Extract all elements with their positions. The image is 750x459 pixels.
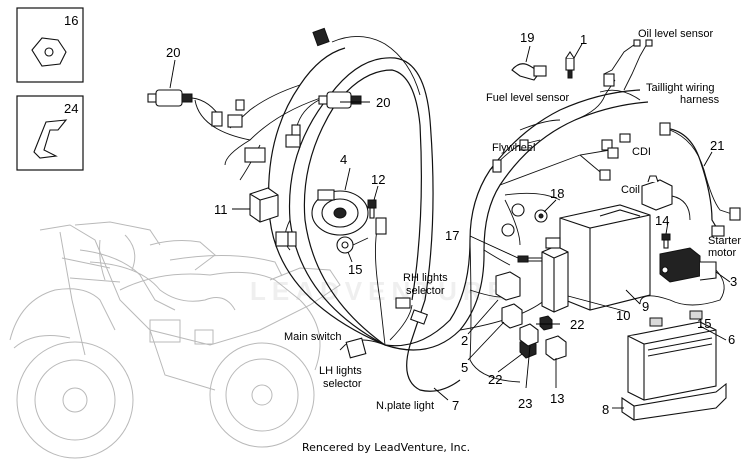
connector-5 <box>501 303 523 329</box>
label-cdi: CDI <box>632 146 651 158</box>
callout-24: 24 <box>64 101 78 116</box>
connector-23 <box>519 323 539 347</box>
label-starter-motor: motor <box>708 247 736 259</box>
scooter-outline <box>9 221 341 459</box>
main-wiring-harness <box>194 36 649 392</box>
callout-16: 16 <box>64 13 78 28</box>
callout-10: 10 <box>616 308 630 323</box>
battery-6 <box>627 310 717 401</box>
regulator-lead-15b <box>639 269 725 306</box>
callout-12: 12 <box>371 172 385 187</box>
callout-19: 19 <box>520 30 534 45</box>
callout-7: 7 <box>452 398 459 413</box>
spark-plug-cap-right <box>295 91 362 131</box>
label-main-switch: Main switch <box>284 331 341 343</box>
label-lh-lights: LH lights <box>319 365 362 377</box>
callout-11: 11 <box>214 202 228 217</box>
callout-4: 4 <box>340 152 347 167</box>
callout-22-left: 22 <box>488 372 502 387</box>
taillight-harness-21 <box>659 122 741 237</box>
label-lh-selector: selector <box>323 378 362 390</box>
callout-15-upper: 15 <box>348 262 362 277</box>
oil-level-sensor-1 <box>565 51 575 79</box>
label-taillight-wiring: Taillight wiring <box>646 82 714 94</box>
bolt-18 <box>534 209 548 223</box>
callout-23: 23 <box>518 396 532 411</box>
connector-13 <box>545 335 567 361</box>
label-flywheel: Flywheel <box>492 142 535 154</box>
label-rh-selector: selector <box>406 285 445 297</box>
horn-bolt <box>367 199 377 219</box>
ignition-coil <box>641 175 691 221</box>
connector-22-right <box>539 315 553 331</box>
ignition-switch-15a <box>336 236 369 254</box>
relay-11 <box>249 187 279 223</box>
voltage-regulator-3 <box>659 247 717 283</box>
label-oil-level-sensor: Oil level sensor <box>638 28 714 40</box>
footer-credit: Rencered by LeadVenture, Inc. <box>302 441 470 454</box>
callout-3: 3 <box>730 274 737 289</box>
callout-6: 6 <box>728 332 735 347</box>
callout-18: 18 <box>550 186 564 201</box>
horn <box>311 189 369 236</box>
bolt-14 <box>661 233 671 249</box>
label-nplate-light: N.plate light <box>376 400 434 412</box>
fuel-level-sensor-19 <box>511 63 547 81</box>
cable-clip-icon <box>33 119 68 159</box>
part-16-box: 16 <box>16 7 84 83</box>
callout-20-right: 20 <box>376 95 390 110</box>
bolt-17 <box>517 255 546 263</box>
callout-20-left: 20 <box>166 45 180 60</box>
callout-15-lower: 15 <box>697 316 711 331</box>
callout-13: 13 <box>550 391 564 406</box>
callout-21: 21 <box>710 138 724 153</box>
callout-5: 5 <box>461 360 468 375</box>
callout-17: 17 <box>445 228 459 243</box>
callout-leaders <box>169 43 731 409</box>
label-coil: Coil <box>621 184 640 196</box>
callout-1: 1 <box>580 32 587 47</box>
label-taillight-harness: harness <box>680 94 720 106</box>
label-starter: Starter <box>708 235 741 247</box>
harness-connectors <box>211 27 631 359</box>
callout-2: 2 <box>461 333 468 348</box>
starter-relay-2 <box>495 271 521 301</box>
cdi-unit-10 <box>541 237 569 313</box>
callout-8: 8 <box>602 402 609 417</box>
callout-22-right: 22 <box>570 317 584 332</box>
label-fuel-level-sensor: Fuel level sensor <box>486 92 569 104</box>
spark-plug-cap-left <box>147 89 223 121</box>
part-24-box: 24 <box>16 95 84 171</box>
callout-14: 14 <box>655 213 669 228</box>
battery-tray-8 <box>621 382 727 421</box>
label-rh-lights: RH lights <box>403 272 448 284</box>
callout-9: 9 <box>642 299 649 314</box>
battery-holder-9 <box>559 204 651 311</box>
oil-sensor-leads <box>603 39 653 91</box>
